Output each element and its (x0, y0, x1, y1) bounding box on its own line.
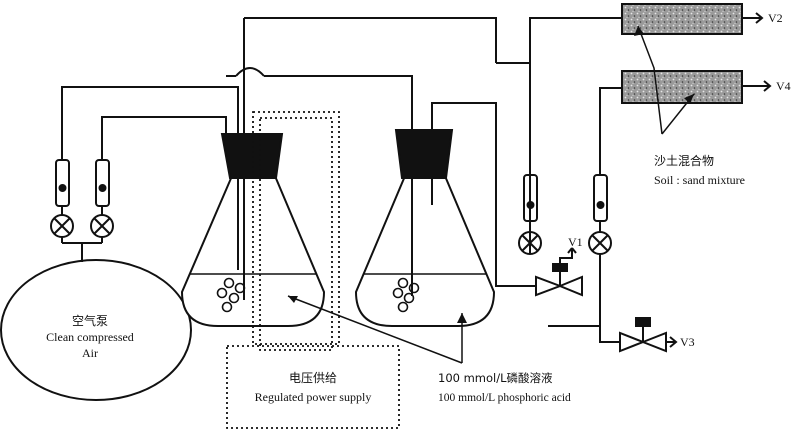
soil-label-en: Soil : sand mixture (654, 173, 745, 187)
air-pump (0, 259, 192, 401)
flowmeter-b (95, 159, 110, 207)
valve-v3-label: V3 (680, 335, 695, 349)
flowmeter-a (55, 159, 70, 207)
soil-column-upper (621, 3, 743, 35)
flask-2-stopper (394, 129, 454, 179)
flask-2-bubbles (392, 277, 420, 313)
power-supply-label-en: Regulated power supply (255, 390, 372, 404)
air-pump-label-cn: 空气泵 (72, 313, 108, 328)
flask-1-bubbles (216, 277, 246, 313)
valve-v3-icon (619, 317, 667, 353)
flowmeter-d (593, 174, 608, 222)
flask-1-stopper (220, 133, 284, 179)
electrolyte-label-cn: 100 mmol/L磷酸溶液 (438, 371, 553, 385)
air-pump-label-en-1: Clean compressed (46, 330, 134, 344)
valve-v2-label: V2 (768, 11, 783, 25)
electrolyte-label-en: 100 mmol/L phosphoric acid (438, 392, 571, 404)
air-pump-label-en-2: Air (82, 346, 98, 360)
soil-label-cn: 沙土混合物 (654, 153, 714, 168)
valve-v1-label: V1 (568, 235, 583, 249)
flask-2 (354, 175, 496, 327)
valve-v1-icon (535, 248, 583, 297)
soil-column-lower (621, 70, 743, 104)
power-supply-label-cn: 电压供给 (289, 371, 337, 385)
valve-v4-label: V4 (776, 79, 791, 93)
